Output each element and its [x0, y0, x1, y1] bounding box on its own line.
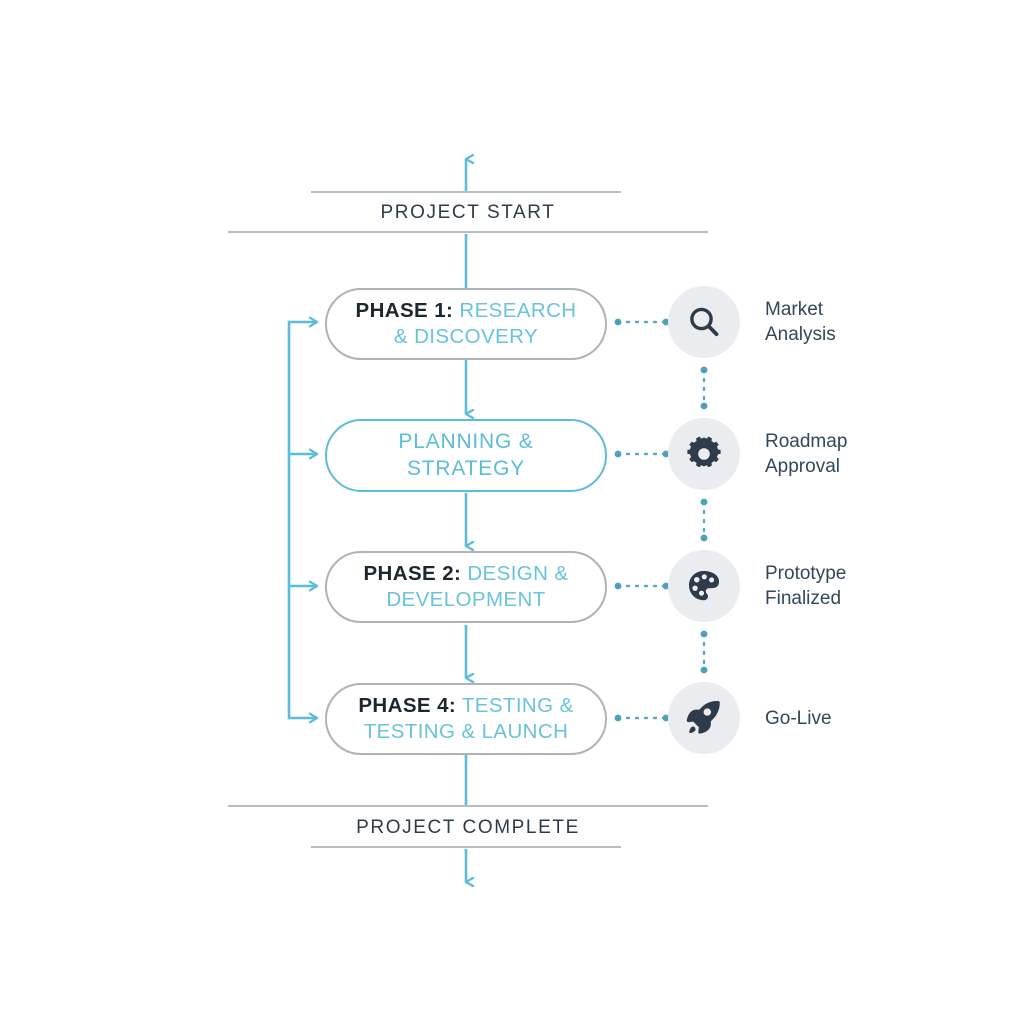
phase-box-4-prefix: PHASE 4:: [358, 694, 457, 718]
project-complete-label: PROJECT COMPLETE: [356, 817, 580, 838]
milestone-chain-connectors: [700, 366, 708, 674]
phase-box-2-main: DESIGN & DEVELOPMENT: [386, 562, 569, 611]
phase-box-2[interactable]: PHASE 2: DESIGN & DEVELOPMENT: [325, 551, 607, 623]
phase-box-2-text: PHASE 2: DESIGN & DEVELOPMENT: [353, 561, 579, 613]
phase-box-4-main: TESTING & TESTING & LAUNCH: [363, 694, 574, 743]
milestone-circle-go-live[interactable]: [668, 682, 740, 754]
milestone-label-roadmap-approval: Roadmap Approval: [765, 431, 848, 478]
phase-box-4[interactable]: PHASE 4: TESTING & TESTING & LAUNCH: [325, 683, 607, 755]
magnifier-icon: [690, 307, 719, 337]
milestone-label-prototype-finalized: Prototype Finalized: [765, 563, 847, 610]
milestone-label-go-live: Go-Live: [765, 708, 832, 729]
milestone-circle-prototype-finalized[interactable]: [668, 550, 740, 622]
project-start-label: PROJECT START: [380, 202, 556, 223]
phase-box-planning[interactable]: PLANNING & STRATEGY: [325, 419, 607, 492]
phase-box-1-text: PHASE 1: RESEARCH & DISCOVERY: [353, 298, 579, 350]
phase-box-1-prefix: PHASE 1:: [355, 299, 454, 323]
milestone-label-market-analysis: Market Analysis: [765, 299, 836, 346]
phase-box-4-text: PHASE 4: TESTING & TESTING & LAUNCH: [353, 693, 579, 745]
phase-box-planning-text: PLANNING & STRATEGY: [353, 429, 579, 482]
palette-icon: [688, 570, 720, 601]
phase-box-1-main: RESEARCH & DISCOVERY: [393, 299, 577, 348]
milestone-circle-roadmap-approval[interactable]: [668, 418, 740, 490]
phase-box-planning-main: PLANNING & STRATEGY: [398, 430, 534, 480]
phase-box-1[interactable]: PHASE 1: RESEARCH & DISCOVERY: [325, 288, 607, 360]
milestone-dotted-connectors: [614, 318, 670, 722]
milestone-circle-market-analysis[interactable]: [668, 286, 740, 358]
phase-box-2-prefix: PHASE 2:: [363, 562, 462, 586]
gear-icon: [687, 436, 721, 468]
rocket-icon: [686, 700, 720, 734]
